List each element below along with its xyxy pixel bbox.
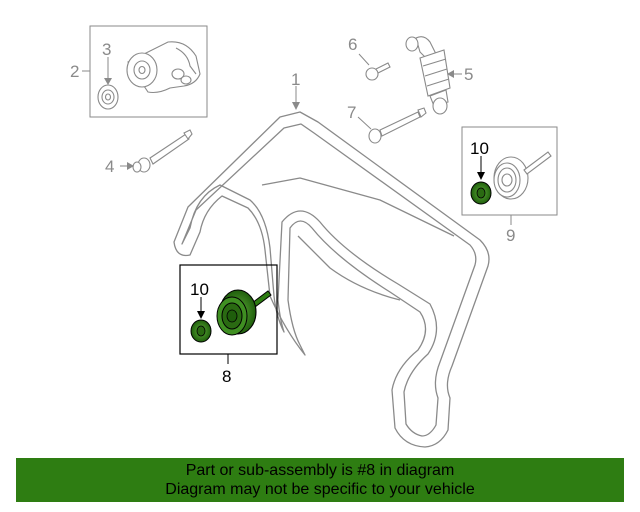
damper-5[interactable] (405, 36, 451, 115)
idler-pulley-9[interactable] (493, 151, 552, 200)
bolt-6[interactable] (365, 62, 391, 81)
arrow-3 (104, 78, 112, 85)
dust-cap-10-upper[interactable] (470, 181, 492, 205)
callout-2: 2 (70, 62, 79, 81)
dust-cap-10-lower[interactable] (190, 319, 212, 343)
idler-box-8[interactable] (179, 264, 278, 364)
callout-5: 5 (464, 65, 473, 84)
arrow-4 (127, 162, 134, 170)
callout-9: 9 (506, 226, 515, 245)
arrow-1 (292, 102, 300, 110)
bolt-4[interactable] (132, 129, 193, 173)
callout-8: 8 (222, 367, 231, 386)
tensioner-pulley[interactable] (97, 84, 119, 110)
banner-line-2: Diagram may not be specific to your vehi… (165, 481, 475, 498)
tensioner-box[interactable] (82, 25, 208, 118)
idler-frame-9 (461, 126, 558, 216)
callout-4: 4 (105, 157, 114, 176)
arrow-10-upper (477, 172, 485, 180)
callout-1: 1 (291, 70, 300, 89)
callout-6: 6 (348, 35, 357, 54)
leader-7 (357, 116, 372, 130)
bolt-7[interactable] (368, 107, 427, 144)
idler-box-9[interactable] (461, 126, 558, 225)
callout-7: 7 (347, 103, 356, 122)
arrow-10-lower (197, 311, 205, 319)
drive-belt[interactable] (173, 111, 490, 448)
arrow-5 (447, 70, 454, 78)
idler-pulley-8[interactable] (216, 289, 272, 336)
callout-3: 3 (102, 40, 111, 59)
tensioner-body (126, 41, 201, 94)
vehicle-notice-banner: Part or sub-assembly is #8 in diagram Di… (16, 458, 624, 502)
callout-10-upper: 10 (470, 139, 489, 158)
leader-6 (358, 53, 370, 66)
callout-10-lower: 10 (190, 280, 209, 299)
banner-line-1: Part or sub-assembly is #8 in diagram (185, 462, 455, 479)
